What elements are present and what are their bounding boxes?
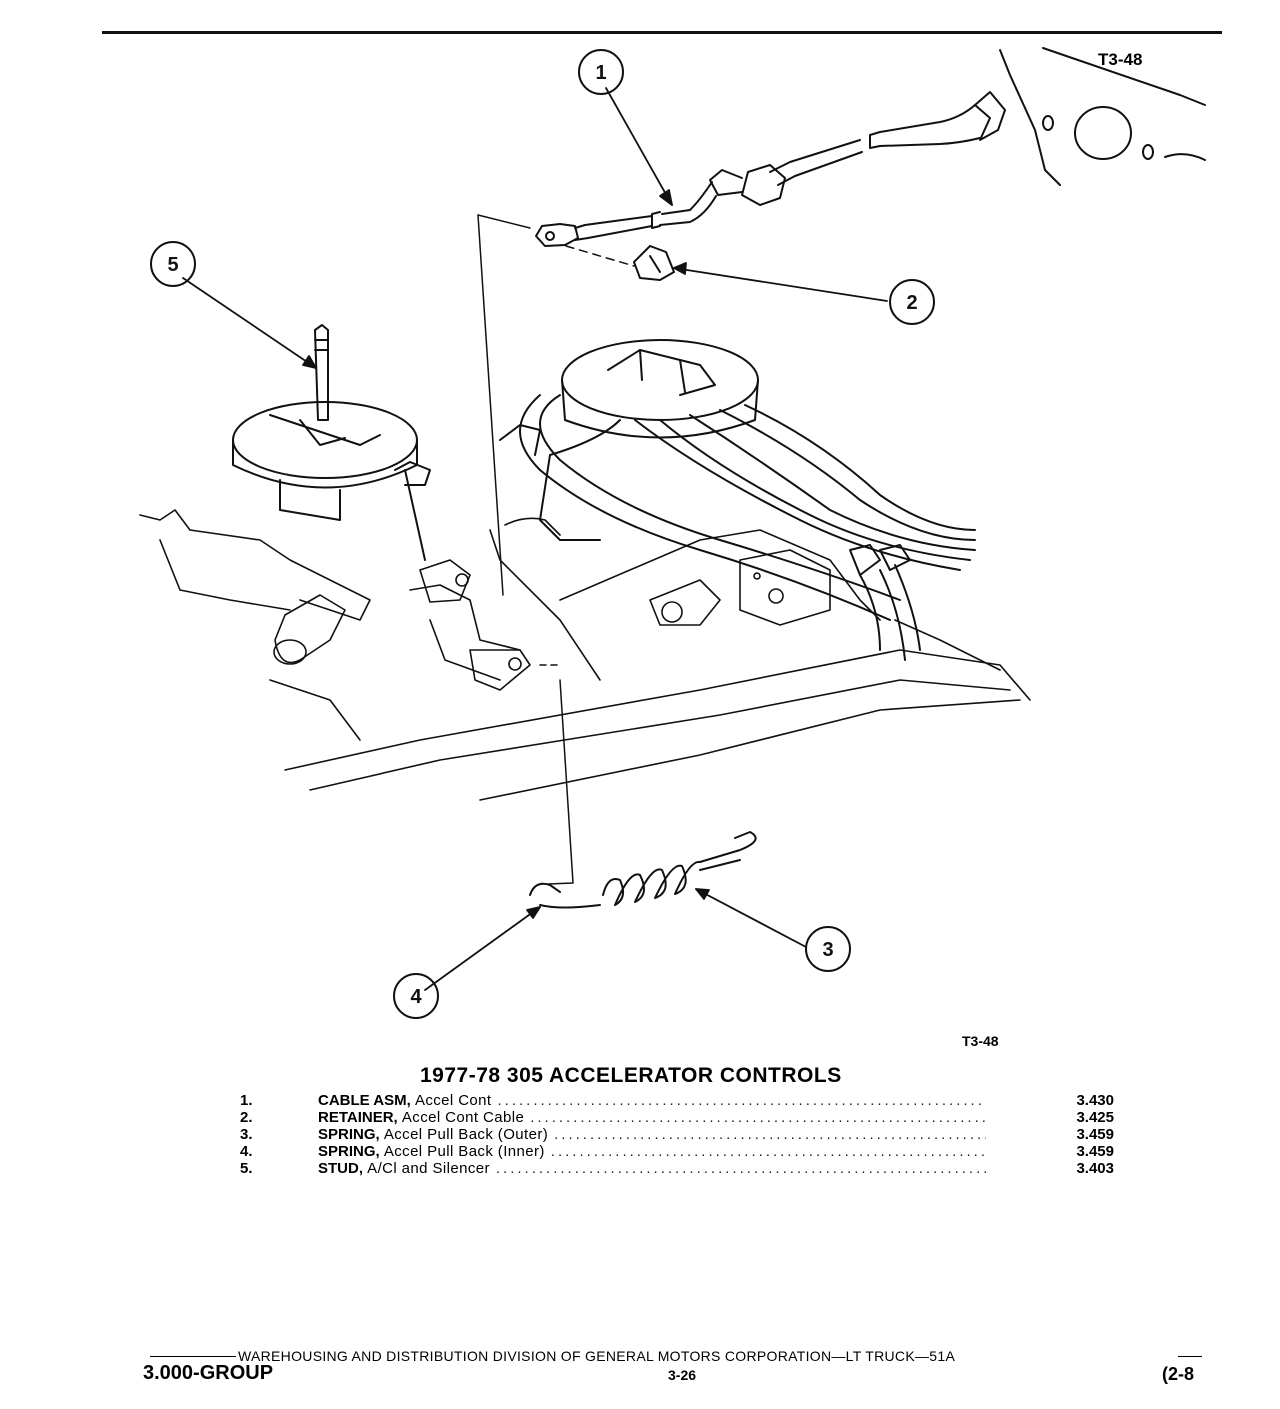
carburetor-drawing (232, 324, 431, 561)
callout-5: 5 (150, 241, 196, 287)
spring-drawing (529, 831, 757, 909)
part-group-number: 3.425 (1076, 1109, 1114, 1126)
part-name: RETAINER, (318, 1109, 398, 1126)
part-number: 1. (240, 1092, 253, 1109)
part-name: SPRING, (318, 1143, 380, 1160)
footer-publisher-line: WAREHOUSING AND DISTRIBUTION DIVISION OF… (150, 1348, 955, 1364)
part-group-number: 3.430 (1076, 1092, 1114, 1109)
part-group-number: 3.403 (1076, 1160, 1114, 1177)
part-name: STUD, (318, 1160, 363, 1177)
figure-title: 1977-78 305 ACCELERATOR CONTROLS (420, 1064, 842, 1087)
retainer-drawing (633, 245, 675, 281)
callout-3: 3 (805, 926, 851, 972)
part-row: 1. CABLE ASM, Accel Cont ...............… (240, 1092, 1120, 1109)
part-name: SPRING, (318, 1126, 380, 1143)
callout-1: 1 (578, 49, 624, 95)
page-reference: (2-8 (1162, 1364, 1195, 1384)
callout-2: 2 (889, 279, 935, 325)
callout-3-label: 3 (822, 939, 833, 961)
callout-circles: 1 2 3 4 5 (150, 49, 935, 1019)
part-row: 5. STUD, A/Cl and Silencer .............… (240, 1160, 1120, 1177)
figure-code-top: T3-48 (1098, 50, 1143, 69)
figure-code-bottom: T3-48 (962, 1033, 999, 1049)
part-number: 5. (240, 1160, 253, 1177)
part-description: Accel Pull Back (Inner) (383, 1143, 545, 1160)
footer-trail-rule (1178, 1356, 1202, 1357)
part-description: Accel Pull Back (Outer) (383, 1126, 549, 1143)
part-description: Accel Cont Cable (401, 1109, 525, 1126)
cable-assembly-drawing (535, 91, 1006, 247)
footer-lead-rule (150, 1356, 236, 1357)
leader-dots: ........................................… (495, 1160, 986, 1177)
part-group-number: 3.459 (1076, 1143, 1114, 1160)
distributor-drawing (499, 339, 976, 661)
part-number: 3. (240, 1126, 253, 1143)
callout-4-label: 4 (410, 986, 422, 1008)
part-row: 4. SPRING, Accel Pull Back (Inner) .....… (240, 1143, 1120, 1160)
engine-block-drawing (139, 509, 1031, 801)
footer-publisher-text: WAREHOUSING AND DISTRIBUTION DIVISION OF… (238, 1348, 956, 1364)
part-group-number: 3.459 (1076, 1126, 1114, 1143)
group-label: 3.000-GROUP (143, 1362, 274, 1384)
page-number: 3-26 (668, 1367, 697, 1383)
leader-dots: ........................................… (550, 1143, 986, 1160)
leader-lines (182, 87, 888, 991)
parts-list: 1. CABLE ASM, Accel Cont ...............… (240, 1092, 1120, 1177)
callout-4: 4 (393, 973, 439, 1019)
leader-dots: ........................................… (554, 1126, 986, 1143)
part-row: 3. SPRING, Accel Pull Back (Outer) .....… (240, 1126, 1120, 1143)
top-rule (102, 31, 1222, 34)
part-description: Accel Cont (414, 1092, 492, 1109)
callout-2-label: 2 (906, 292, 917, 314)
callout-1-label: 1 (595, 62, 606, 84)
part-description: A/Cl and Silencer (367, 1160, 490, 1177)
bulkhead-drawing (999, 47, 1206, 186)
part-number: 4. (240, 1143, 253, 1160)
part-row: 2. RETAINER, Accel Cont Cable ..........… (240, 1109, 1120, 1126)
part-number: 2. (240, 1109, 253, 1126)
exploded-illustration: 1 2 3 4 5 (139, 47, 1206, 1019)
leader-dots: ........................................… (530, 1109, 986, 1126)
leader-dots: ........................................… (497, 1092, 987, 1109)
part-name: CABLE ASM, (318, 1092, 411, 1109)
callout-5-label: 5 (167, 254, 178, 276)
